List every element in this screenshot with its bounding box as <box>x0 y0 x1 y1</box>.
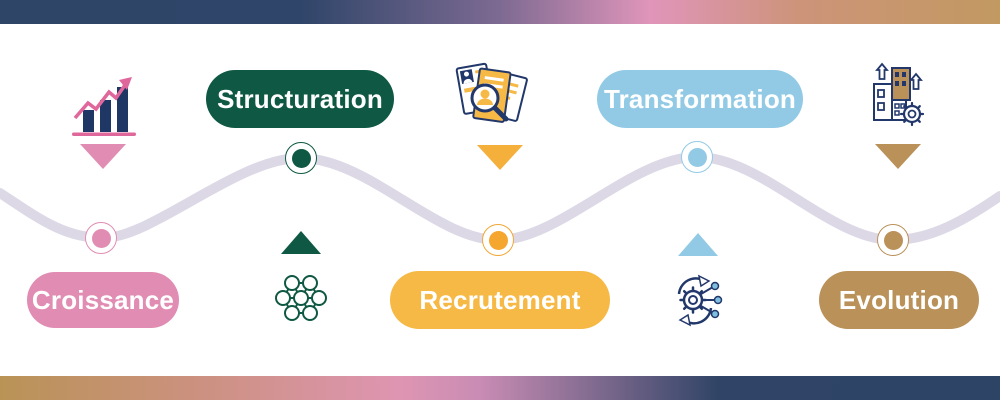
croissance-label: Croissance <box>31 284 175 315</box>
croissance-pointer-triangle <box>80 144 126 169</box>
evolution-node-dot <box>883 230 903 250</box>
molecule-network-icon <box>275 275 327 321</box>
evolution-track-node <box>877 224 909 256</box>
structuration-node-dot <box>291 148 311 168</box>
buildings-growth-icon <box>873 62 925 127</box>
structuration-pointer-triangle <box>281 231 321 254</box>
croissance-track-node <box>85 222 117 254</box>
recrutement-label: Recrutement <box>419 284 581 315</box>
cv-magnifier-icon <box>455 62 528 123</box>
structuration-track-node <box>285 142 317 174</box>
structuration-label-pill: Structuration <box>206 70 394 128</box>
evolution-label: Evolution <box>838 284 960 315</box>
transformation-node-dot <box>687 147 707 167</box>
recrutement-node-dot <box>488 230 508 250</box>
transformation-pointer-triangle <box>678 233 718 256</box>
gear-integration-icon <box>677 274 723 327</box>
recrutement-pointer-triangle <box>477 145 523 170</box>
recrutement-label-pill: Recrutement <box>390 271 610 329</box>
transformation-label-pill: Transformation <box>597 70 803 128</box>
recrutement-track-node <box>482 224 514 256</box>
growth-bar-chart-icon <box>72 77 136 136</box>
evolution-label-pill: Evolution <box>819 271 979 329</box>
structuration-label: Structuration <box>217 83 383 114</box>
transformation-track-node <box>681 141 713 173</box>
croissance-node-dot <box>91 228 111 248</box>
top-gradient-bar <box>0 0 1000 24</box>
bottom-gradient-bar <box>0 376 1000 400</box>
croissance-label-pill: Croissance <box>27 272 179 328</box>
transformation-label: Transformation <box>603 83 797 114</box>
evolution-pointer-triangle <box>875 144 921 169</box>
